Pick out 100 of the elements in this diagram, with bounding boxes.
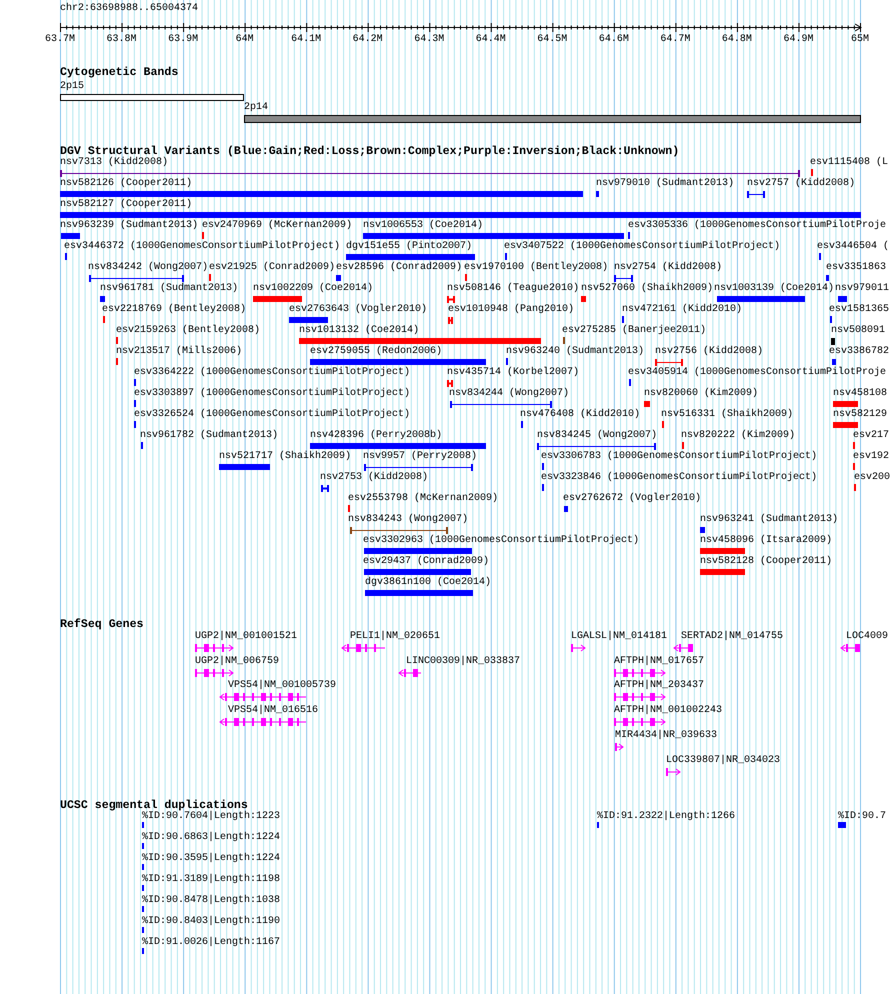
- variant-label: nsv472161 (Kidd2010): [622, 304, 742, 315]
- variant-label: nsv476408 (Kidd2010): [520, 409, 640, 420]
- gene-label: AFTPH|NM_017657: [614, 656, 704, 667]
- variant-label: esv3351863: [826, 262, 886, 273]
- axis-tick-label: 64.7M: [660, 34, 690, 45]
- variant-label: esv3302963 (1000GenomesConsortiumPilotProject): [363, 535, 640, 546]
- axis-tick-label: 64M: [236, 34, 254, 45]
- variant-label: nsv521717 (Shaikh2009): [219, 451, 352, 462]
- duplication-label: %ID:91.2322|Length:1266: [597, 811, 736, 822]
- variant-label: esv3306783 (1000GenomesConsortiumPilotProject): [541, 451, 818, 462]
- variant-label: esv192: [853, 451, 890, 462]
- variant-label: nsv582129: [833, 409, 888, 420]
- variant-label: nsv2754 (Kidd2008): [614, 262, 722, 273]
- variant-label: nsv508091: [831, 325, 886, 336]
- variant-label: nsv435714 (Korbel2007): [447, 367, 580, 378]
- variant-label: esv2470969 (McKernan2009): [202, 220, 352, 231]
- variant-label: nsv1013132 (Coe2014): [299, 325, 420, 336]
- duplication-label: %ID:90.6863|Length:1224: [142, 832, 280, 843]
- duplication-label: %ID:90.8478|Length:1038: [142, 895, 280, 906]
- variant-label: esv3364222 (1000GenomesConsortiumPilotProject): [134, 367, 410, 378]
- variant-label: nsv820060 (Kim2009): [644, 388, 758, 399]
- variant-label: esv3326524 (1000GenomesConsortiumPilotProject): [134, 409, 410, 420]
- gene-label: LOC4009: [846, 631, 888, 642]
- variant-label: nsv1003139 (Coe2014): [714, 283, 834, 294]
- gene-label: SERTAD2|NM_014755: [681, 631, 784, 642]
- variant-label: esv3303897 (1000GenomesConsortiumPilotProject): [134, 388, 410, 399]
- variant-label: esv1010948 (Pang2010): [448, 304, 574, 315]
- variant-label: nsv582128 (Cooper2011): [700, 556, 832, 567]
- axis-tick-label: 64.2M: [352, 34, 383, 45]
- gene-label: UGP2|NM_006759: [195, 656, 280, 667]
- variant-label: nsv961781 (Sudmant2013): [100, 283, 238, 294]
- variant-label: esv275285 (Banerjee2011): [562, 325, 706, 336]
- axis-tick-label: 64.8M: [722, 34, 752, 45]
- variant-label: esv1115408 (L: [810, 157, 888, 168]
- variant-label: nsv527060 (Shaikh2009): [581, 283, 714, 294]
- variant-label: nsv458108: [833, 388, 888, 399]
- variant-label: nsv979011: [835, 283, 890, 294]
- variant-label: esv2553798 (McKernan2009): [348, 493, 498, 504]
- variant-label: esv3446372 (1000GenomesConsortiumPilotProject): [64, 241, 340, 252]
- gene-label: PELI1|NM_020651: [350, 631, 440, 642]
- duplication-label: %ID:90.7: [838, 811, 886, 822]
- variant-label: esv28596 (Conrad2009): [336, 262, 462, 273]
- axis-tick-label: 63.8M: [106, 34, 137, 45]
- axis-tick-label: 63.9M: [168, 34, 198, 45]
- variant-label: nsv7313 (Kidd2008): [60, 157, 168, 168]
- duplication-label: %ID:90.7604|Length:1223: [142, 811, 280, 822]
- variant-label: esv2759055 (Redon2006): [310, 346, 442, 357]
- variant-label: nsv1002209 (Coe2014): [253, 283, 374, 294]
- variant-label: esv3407522 (1000GenomesConsortiumPilotProject): [504, 241, 780, 252]
- gene-label: AFTPH|NM_001002243: [614, 705, 722, 716]
- track-title: DGV Structural Variants (Blue:Gain;Red:Loss;Brown:Complex;Purple:Inversion;Black:Unknown): [60, 146, 680, 158]
- variant-label: nsv834244 (Wong2007): [449, 388, 570, 399]
- variant-label: nsv2757 (Kidd2008): [747, 178, 856, 189]
- variant-label: nsv963240 (Sudmant2013): [506, 346, 644, 357]
- axis-tick-label: 65M: [851, 34, 870, 45]
- duplication-label: %ID:91.0026|Length:1167: [142, 937, 280, 948]
- variant-label: esv3323846 (1000GenomesConsortiumPilotProject): [541, 472, 818, 483]
- variant-label: esv3446504 (: [817, 241, 890, 252]
- variant-label: esv2762672 (Vogler2010): [563, 493, 702, 504]
- gene-label: LGALSL|NM_014181: [571, 631, 668, 642]
- variant-label: nsv9957 (Perry2008): [363, 451, 478, 462]
- variant-label: esv200: [854, 472, 890, 483]
- duplication-label: %ID:91.3189|Length:1198: [142, 874, 280, 885]
- track-title: Cytogenetic Bands: [60, 67, 178, 79]
- gene-label: UGP2|NM_001001521: [195, 631, 298, 642]
- variant-label: dgv3861n100 (Coe2014): [365, 577, 492, 588]
- variant-label: esv2763643 (Vogler2010): [289, 304, 428, 315]
- track-title: RefSeq Genes: [60, 619, 144, 631]
- axis-tick-label: 64.1M: [291, 34, 322, 45]
- variant-label: esv29437 (Conrad2009): [363, 556, 490, 567]
- variant-label: esv3386782: [829, 346, 890, 357]
- variant-label: esv21925 (Conrad2009): [209, 262, 336, 273]
- variant-label: nsv516331 (Shaikh2009): [661, 409, 794, 420]
- gene-label: MIR4434|NR_039633: [615, 730, 718, 741]
- variant-label: nsv961782 (Sudmant2013): [140, 430, 278, 441]
- variant-label: nsv963241 (Sudmant2013): [700, 514, 838, 525]
- gene-label: AFTPH|NM_203437: [614, 680, 704, 691]
- variant-label: nsv979010 (Sudmant2013): [596, 178, 734, 189]
- variant-label: esv1970100 (Bentley2008): [464, 262, 608, 273]
- variant-label: nsv963239 (Sudmant2013): [60, 220, 198, 231]
- variant-label: nsv508146 (Teague2010): [447, 283, 580, 294]
- variant-label: nsv1006553 (Coe2014): [363, 220, 484, 231]
- variant-label: esv3305336 (1000GenomesConsortiumPilotProje: [628, 220, 886, 231]
- variant-label: esv2218769 (Bentley2008): [102, 304, 246, 315]
- track-title: UCSC segmental duplications: [60, 800, 248, 812]
- gene-label: LINC00309|NR_033837: [406, 656, 520, 667]
- axis-tick-label: 64.9M: [783, 34, 814, 45]
- variant-label: nsv2756 (Kidd2008): [655, 346, 764, 357]
- variant-label: esv3405914 (1000GenomesConsortiumPilotProje: [628, 367, 886, 378]
- variant-label: esv2159263 (Bentley2008): [116, 325, 260, 336]
- variant-label: nsv582127 (Cooper2011): [60, 199, 192, 210]
- variant-label: esv217: [853, 430, 890, 441]
- variant-label: nsv2753 (Kidd2008): [320, 472, 428, 483]
- axis-tick-label: 64.3M: [414, 34, 444, 45]
- axis-tick-label: 64.5M: [537, 34, 568, 45]
- duplication-label: %ID:90.3595|Length:1224: [142, 853, 280, 864]
- variant-label: nsv834245 (Wong2007): [537, 430, 658, 441]
- variant-label: esv1581365: [829, 304, 890, 315]
- variant-label: nsv834242 (Wong2007): [88, 262, 208, 273]
- variant-label: nsv820222 (Kim2009): [681, 430, 796, 441]
